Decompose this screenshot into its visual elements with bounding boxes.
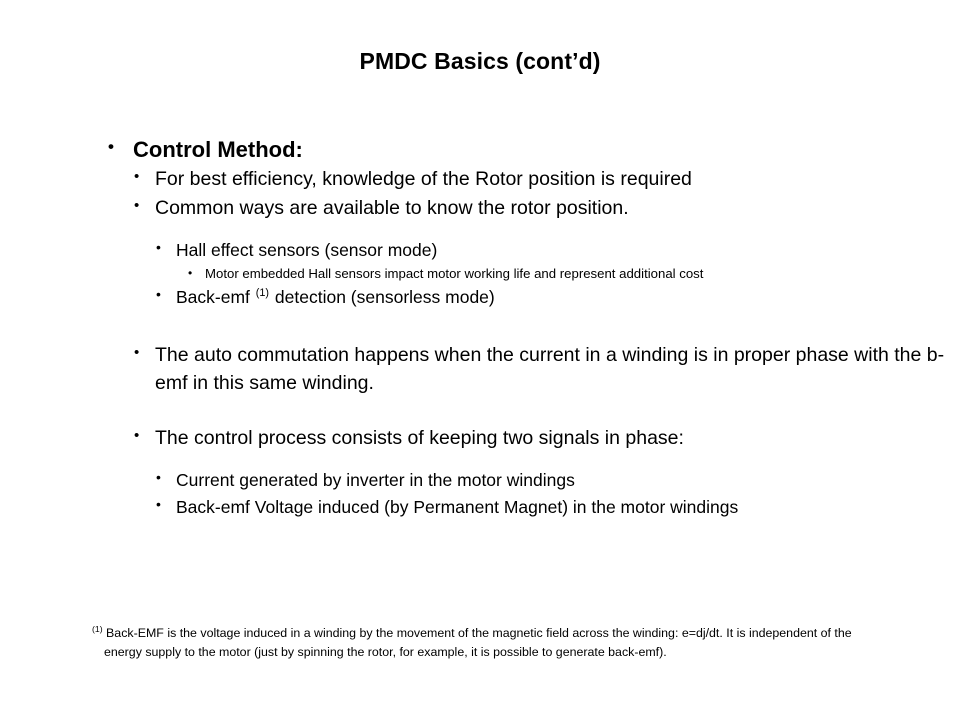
bullet-glyph-icon: • — [134, 197, 140, 215]
bullet-level2-best-efficiency: • For best efficiency, knowledge of the … — [0, 166, 946, 194]
bullet-label: Control Method: — [133, 137, 303, 162]
bullet-glyph-icon: • — [134, 343, 140, 361]
bullet-label: Common ways are available to know the ro… — [155, 197, 629, 220]
bullet-glyph-icon: • — [108, 137, 114, 156]
bullet-glyph-icon: • — [156, 238, 161, 255]
bullet-glyph-icon: • — [156, 468, 161, 485]
bullet-glyph-icon: • — [156, 286, 161, 303]
bullet-glyph-icon: • — [188, 265, 193, 280]
bullet-level4-motor-embedded-cost: • Motor embedded Hall sensors impact mot… — [0, 265, 888, 283]
bullet-label: The auto commutation happens when the cu… — [155, 343, 945, 394]
page-title: PMDC Basics (cont’d) — [359, 48, 601, 74]
bullet-level1-control-method: • Control Method: — [0, 136, 960, 165]
bullet-level2-control-process: • The control process consists of keepin… — [0, 425, 946, 453]
bullet-glyph-icon: • — [156, 495, 161, 512]
bullet-label-prefix: Back-emf — [176, 287, 255, 308]
bullet-label-suffix: detection (sensorless mode) — [270, 287, 495, 308]
bullet-level2-auto-commutation: • The auto commutation happens when the … — [0, 342, 946, 397]
footnote-reference-marker: (1) — [255, 287, 270, 300]
spacer — [0, 225, 960, 238]
footnote-text: Back-EMF is the voltage induced in a win… — [104, 626, 852, 659]
slide-body: • Control Method: • For best efficiency,… — [0, 136, 960, 522]
bullet-level2-common-ways: • Common ways are available to know the … — [0, 195, 946, 223]
bullet-glyph-icon: • — [134, 427, 140, 445]
footnote: (1) Back-EMF is the voltage induced in a… — [92, 624, 886, 662]
bullet-label: For best efficiency, knowledge of the Ro… — [155, 167, 692, 190]
bullet-glyph-icon: • — [134, 167, 140, 185]
bullet-level3-current-generated: • Current generated by inverter in the m… — [0, 468, 946, 493]
bullet-level3-back-emf-voltage: • Back-emf Voltage induced (by Permanent… — [0, 495, 946, 520]
bullet-label: The control process consists of keeping … — [155, 427, 684, 450]
spacer — [0, 312, 960, 342]
spacer — [0, 455, 960, 468]
bullet-label: Hall effect sensors (sensor mode) — [176, 239, 438, 260]
bullet-label: Back-emf Voltage induced (by Permanent M… — [176, 496, 739, 517]
spacer — [0, 399, 960, 425]
bullet-label: Motor embedded Hall sensors impact motor… — [205, 265, 704, 281]
footnote-marker: (1) — [92, 623, 103, 634]
bullet-label: Current generated by inverter in the mot… — [176, 469, 575, 490]
bullet-level3-back-emf-detection: • Back-emf (1) detection (sensorless mod… — [0, 285, 946, 310]
bullet-label: Back-emf (1) detection (sensorless mode) — [176, 285, 946, 310]
bullet-level3-hall-effect-sensors: • Hall effect sensors (sensor mode) — [0, 238, 946, 263]
